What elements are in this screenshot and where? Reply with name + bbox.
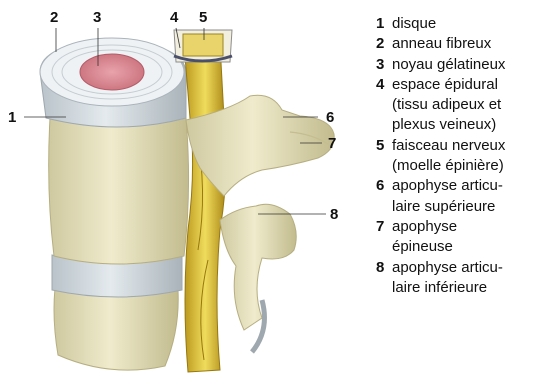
legend-item: 1 disque xyxy=(376,14,546,34)
legend-number: 8 xyxy=(376,258,386,278)
callout-7: 7 xyxy=(328,135,336,152)
legend-text: plexus veineux) xyxy=(392,116,496,133)
legend-item: 5 faisceau nerveux (moelle épinière) xyxy=(376,136,546,177)
legend-number: 5 xyxy=(376,136,386,156)
legend-number: 2 xyxy=(376,34,386,54)
legend-number: 4 xyxy=(376,75,386,95)
callout-6: 6 xyxy=(326,109,334,126)
legend-text: apophyse xyxy=(392,218,457,235)
legend-item: 3 noyau gélatineux xyxy=(376,55,546,75)
disc xyxy=(40,38,186,127)
legend-item: 7 apophyse épineuse xyxy=(376,217,546,258)
legend-text: laire supérieure xyxy=(392,198,495,215)
legend: 1 disque 2 anneau fibreux 3 noyau gélati… xyxy=(376,14,546,298)
callout-1: 1 xyxy=(8,109,16,126)
legend-text: espace épidural xyxy=(392,76,498,93)
legend-text: épineuse xyxy=(392,238,453,255)
nerve-bundle xyxy=(184,44,226,372)
legend-item: 6 apophyse articu- laire supérieure xyxy=(376,176,546,217)
callout-3: 3 xyxy=(93,9,101,26)
upper-vertebra-body xyxy=(49,118,189,264)
nucleus-pulposus xyxy=(80,54,144,90)
legend-text: faisceau nerveux xyxy=(392,137,505,154)
legend-number: 3 xyxy=(376,55,386,75)
legend-text: disque xyxy=(392,15,436,32)
legend-item: 8 apophyse articu- laire inférieure xyxy=(376,258,546,299)
legend-text: anneau fibreux xyxy=(392,35,491,52)
legend-number: 7 xyxy=(376,217,386,237)
callout-2: 2 xyxy=(50,9,58,26)
legend-number: 1 xyxy=(376,14,386,34)
lower-vertebra xyxy=(54,288,178,370)
legend-text: (moelle épinière) xyxy=(392,157,504,174)
legend-text: apophyse articu- xyxy=(392,259,503,276)
callout-4: 4 xyxy=(170,9,179,26)
legend-text: (tissu adipeux et xyxy=(392,96,501,113)
epidural-space xyxy=(174,30,232,62)
legend-text: noyau gélatineux xyxy=(392,56,505,73)
callout-5: 5 xyxy=(199,9,207,26)
posterior-arch-lower xyxy=(220,204,296,352)
legend-item: 4 espace épidural (tissu adipeux et plex… xyxy=(376,75,546,136)
callout-8: 8 xyxy=(330,206,338,223)
legend-item: 2 anneau fibreux xyxy=(376,34,546,54)
legend-text: apophyse articu- xyxy=(392,177,503,194)
legend-text: laire inférieure xyxy=(392,279,487,296)
legend-number: 6 xyxy=(376,176,386,196)
